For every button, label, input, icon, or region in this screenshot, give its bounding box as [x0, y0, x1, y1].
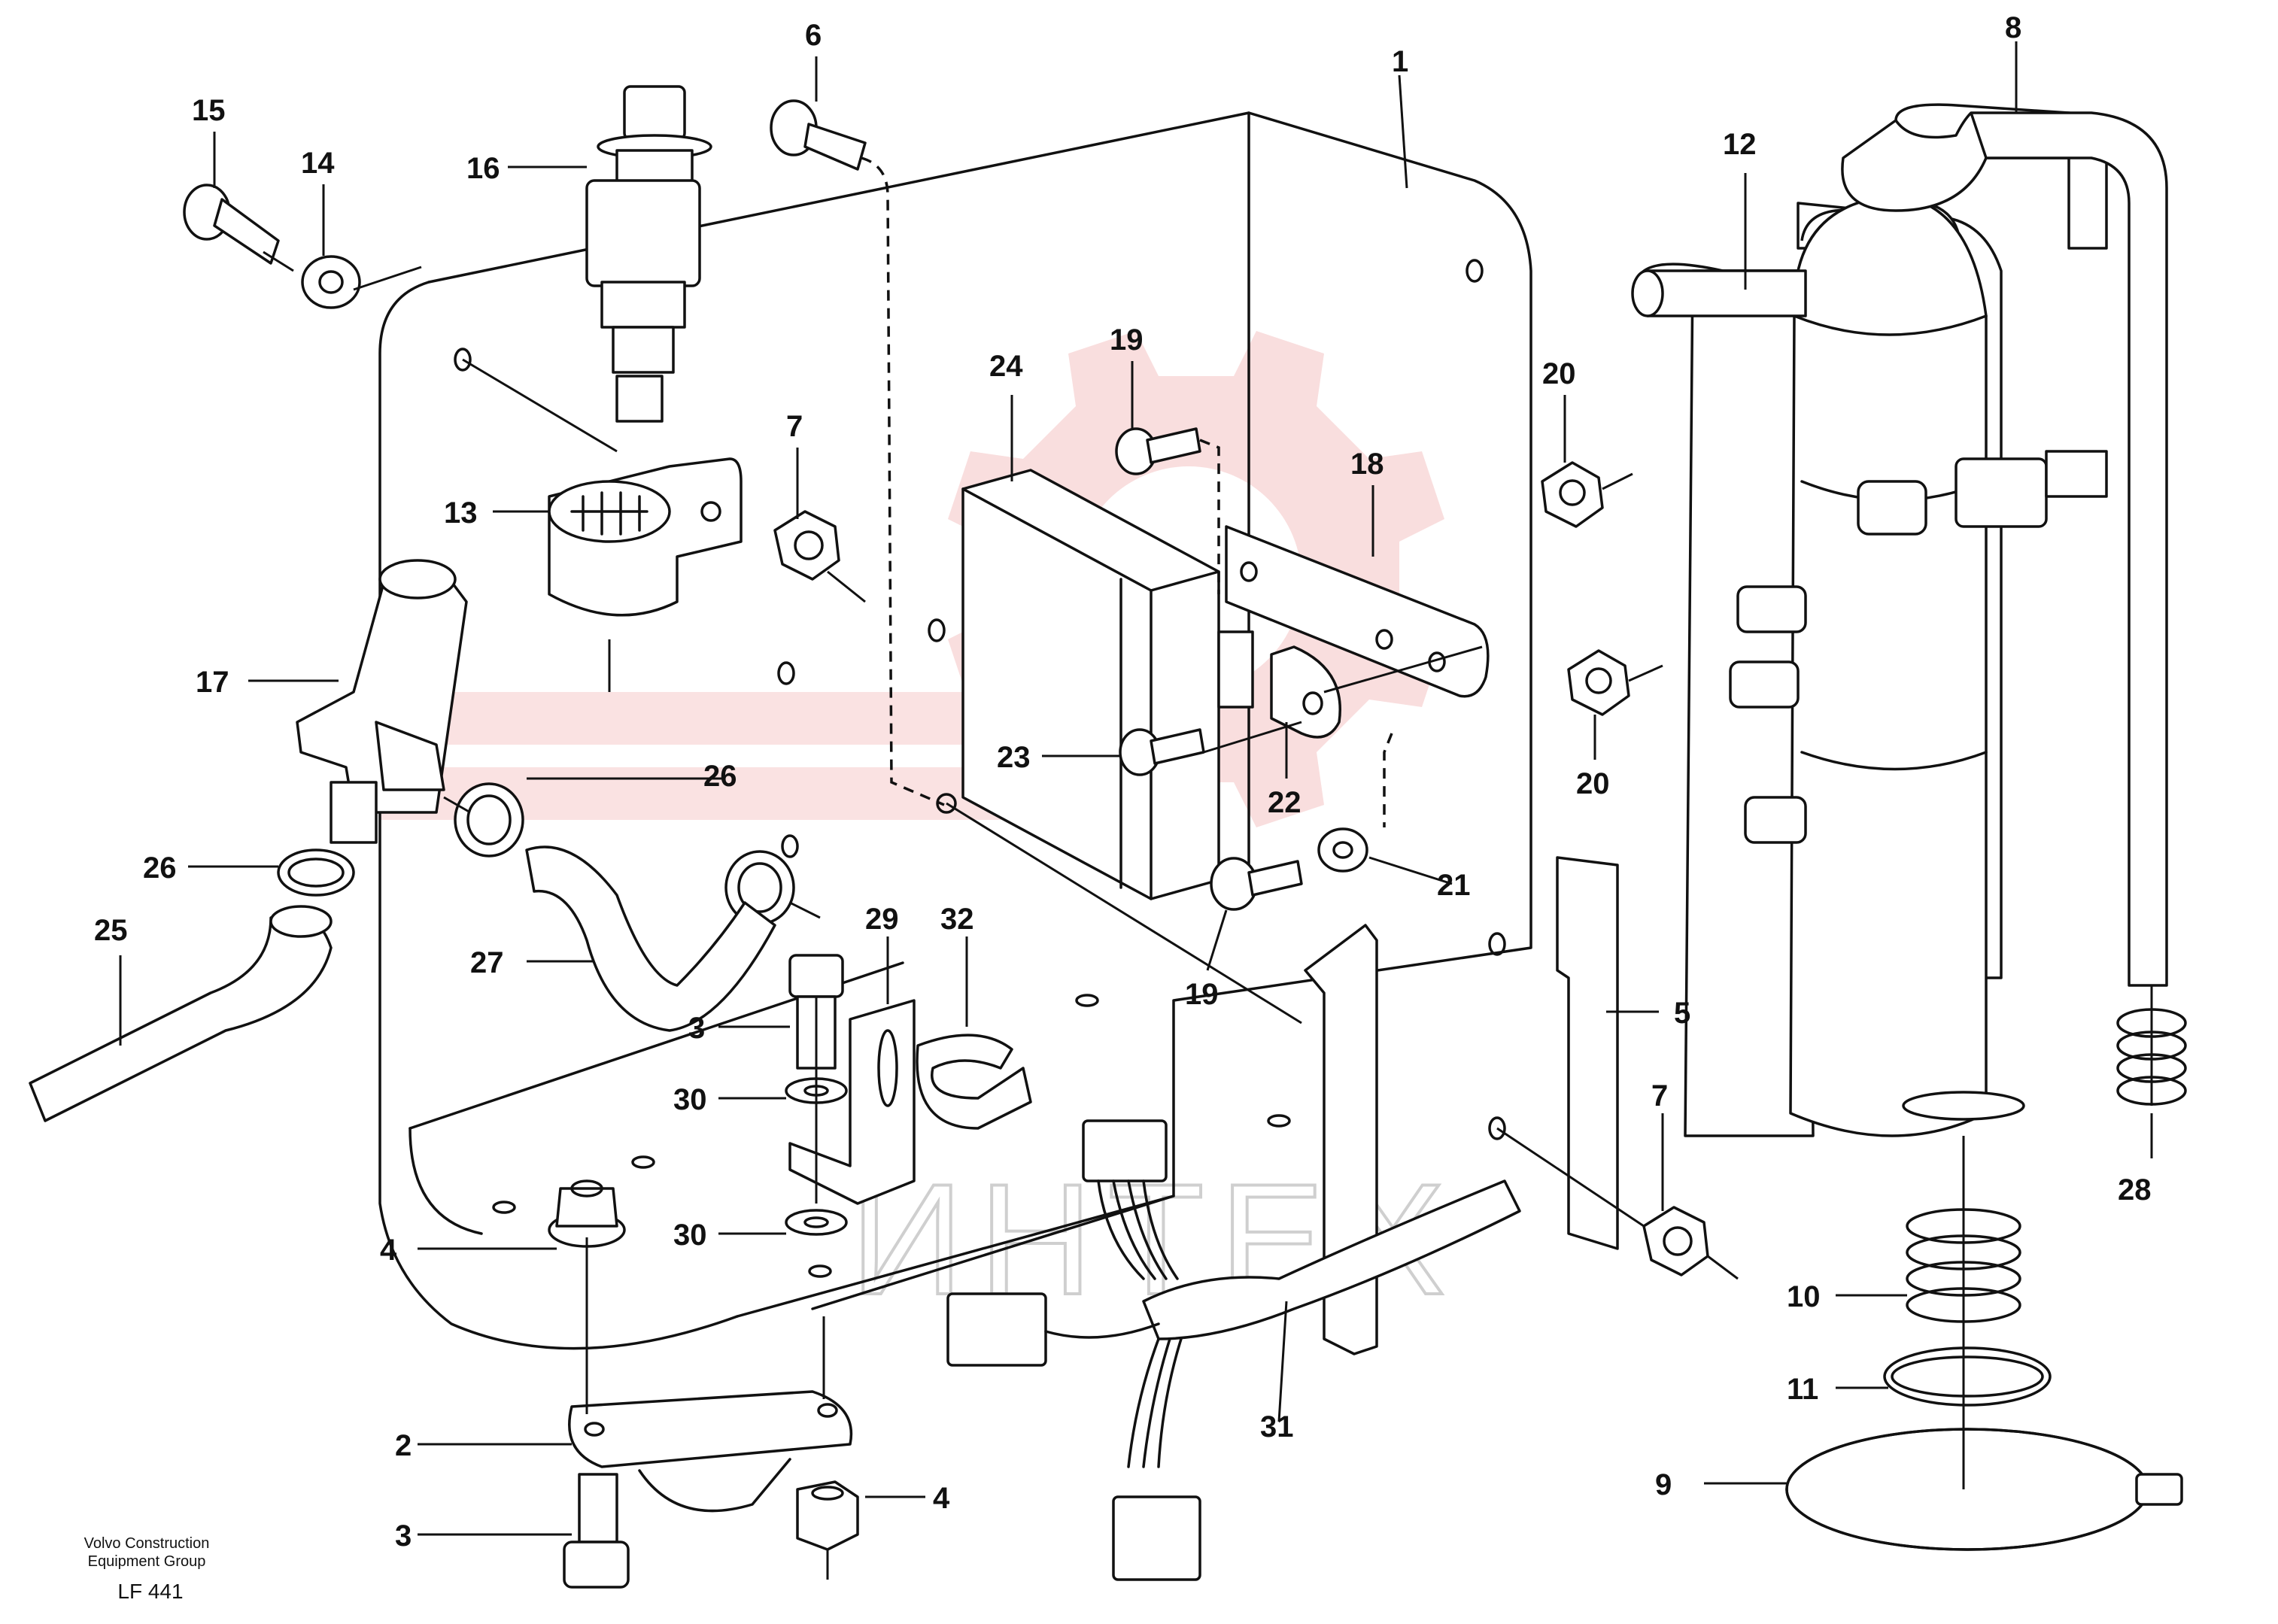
dashed-line-screw19 [1199, 439, 1220, 594]
flange-nut-4-plate [548, 1179, 626, 1248]
leader-lines [263, 250, 2153, 1580]
callout-25: 25 [94, 914, 128, 947]
callout-7-lower: 7 [1651, 1079, 1668, 1113]
small-bracket [1270, 645, 1341, 739]
mounting-strip [1225, 525, 1490, 698]
callout-21: 21 [1437, 869, 1471, 902]
washer-30-lower [785, 1209, 848, 1236]
heater-cylinder [1639, 103, 2108, 1137]
callout-6: 6 [805, 19, 822, 52]
callout-24: 24 [989, 350, 1023, 383]
heater-ports [1729, 450, 2108, 844]
callout-17: 17 [196, 666, 229, 699]
callout-1: 1 [1392, 45, 1408, 78]
callout-30-upper: 30 [673, 1083, 707, 1116]
angle-bracket-29 [788, 999, 916, 1205]
nut-7-lower [1642, 1206, 1709, 1276]
callout-8: 8 [2005, 11, 2021, 44]
callout-13: 13 [444, 496, 478, 530]
screw-6 [770, 99, 867, 171]
sensor-clamp [548, 457, 743, 617]
callout-7-upper: 7 [786, 410, 803, 443]
callout-22: 22 [1268, 786, 1301, 819]
callout-18: 18 [1350, 448, 1384, 481]
callout-3-upper: 3 [688, 1012, 705, 1045]
nut-20-upper [1541, 461, 1604, 528]
hose-25 [29, 905, 333, 1122]
callout-30-lower: 30 [673, 1219, 707, 1252]
callout-2: 2 [395, 1429, 412, 1462]
hose-clamp-11 [1883, 1346, 2052, 1407]
dashed-line-screw6 [861, 156, 945, 806]
company-name: Volvo Construction Equipment Group [45, 1534, 248, 1571]
band-clamp-9 [1785, 1428, 2183, 1551]
callout-20-upper: 20 [1542, 357, 1576, 390]
callout-19-lower: 19 [1185, 978, 1219, 1011]
nut-20-lower [1567, 649, 1630, 716]
cable-tie-32 [916, 1034, 1032, 1130]
screw-15 [183, 184, 280, 265]
hose-12 [1631, 269, 1807, 317]
callout-leaders [119, 41, 2153, 1536]
callout-27: 27 [470, 946, 504, 979]
callout-26-right: 26 [703, 760, 737, 793]
callout-labels: 1 8 12 15 14 6 16 13 17 7 19 24 20 18 23… [94, 11, 2152, 1553]
callout-9: 9 [1655, 1468, 1672, 1501]
callout-5: 5 [1674, 997, 1690, 1030]
company-line-2: Equipment Group [87, 1553, 206, 1570]
callout-19-upper: 19 [1110, 323, 1144, 357]
screw-19-upper [1115, 427, 1201, 475]
washer-14 [301, 255, 361, 309]
hose-clamp-26-left [277, 848, 355, 897]
callout-3-lower: 3 [395, 1519, 412, 1553]
callout-14: 14 [301, 147, 335, 180]
company-line-1: Volvo Construction [84, 1535, 210, 1552]
callout-10: 10 [1787, 1280, 1821, 1313]
washer-21 [1317, 827, 1368, 873]
callout-26-left: 26 [143, 851, 177, 885]
flange-nut-4-lower [796, 1480, 859, 1551]
water-valve [296, 559, 468, 844]
drawing-code: LF 441 [117, 1580, 184, 1603]
callout-4-upper: 4 [380, 1234, 397, 1267]
callout-23: 23 [997, 741, 1031, 774]
hose-27 [525, 845, 776, 1032]
hose-8 [1970, 111, 2168, 987]
callout-28: 28 [2118, 1173, 2152, 1207]
temperature-sensor [585, 85, 712, 423]
hose-clamp-26-upper [454, 782, 524, 858]
mounting-plate [378, 111, 1532, 1350]
callout-12: 12 [1723, 128, 1757, 161]
callout-29: 29 [865, 903, 899, 936]
callout-31: 31 [1260, 1410, 1294, 1443]
nut-7-upper [773, 510, 840, 581]
dashed-line-lower [1383, 733, 1393, 827]
callout-16: 16 [466, 152, 500, 185]
wiring-harness [946, 1119, 1521, 1581]
gasket-plate-2 [568, 1390, 853, 1513]
callout-32: 32 [940, 903, 974, 936]
callout-11: 11 [1787, 1373, 1818, 1406]
bolt-3-lower [563, 1473, 630, 1589]
callout-4-lower: 4 [933, 1482, 950, 1515]
screw-19-lower [1210, 857, 1303, 911]
callout-15: 15 [192, 94, 226, 127]
callout-20-lower: 20 [1576, 767, 1610, 800]
